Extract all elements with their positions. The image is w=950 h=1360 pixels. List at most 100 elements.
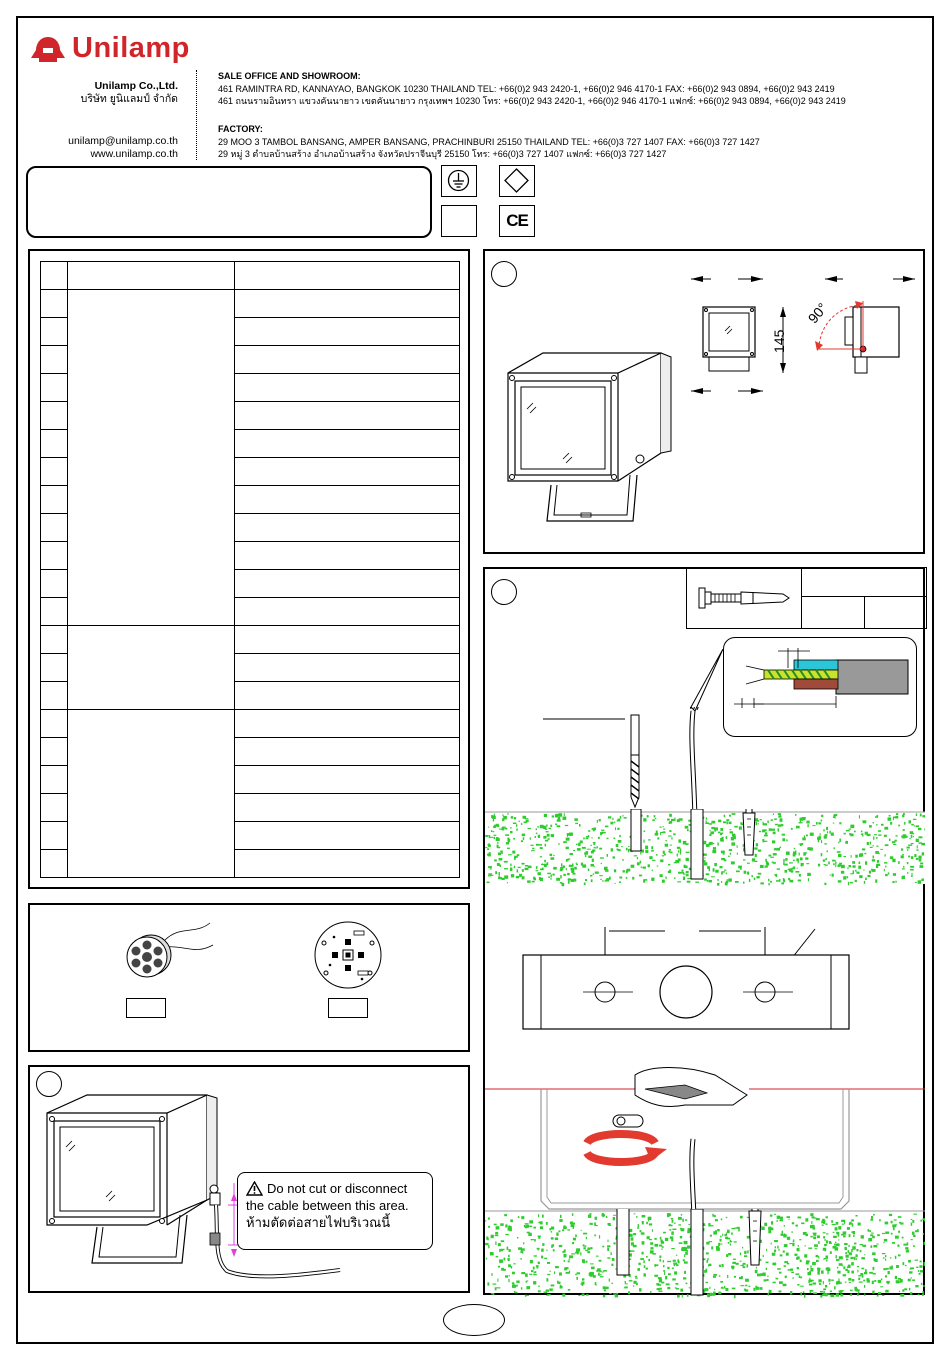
grass-speck xyxy=(710,831,714,835)
grass-speck xyxy=(919,813,922,817)
grass-speck xyxy=(570,867,573,871)
grass-speck xyxy=(864,852,867,855)
grass-speck xyxy=(500,1223,504,1226)
grass-speck xyxy=(532,1266,535,1270)
grass-speck xyxy=(570,1224,575,1227)
grass-speck xyxy=(772,1262,777,1266)
grass-speck xyxy=(895,815,899,819)
grass-speck xyxy=(660,832,663,833)
grass-speck xyxy=(823,835,827,839)
grass-speck xyxy=(823,829,825,832)
grass-speck xyxy=(757,849,762,852)
grass-speck xyxy=(883,1238,888,1242)
grass-speck xyxy=(805,1218,809,1222)
grass-speck xyxy=(877,1292,882,1295)
grass-speck xyxy=(495,1241,497,1245)
grass-speck xyxy=(499,1261,504,1263)
grass-speck xyxy=(719,1264,721,1267)
grass-speck xyxy=(721,1264,724,1268)
grass-speck xyxy=(686,1245,691,1249)
grass-speck xyxy=(589,1213,592,1215)
grass-speck xyxy=(669,851,673,854)
grass-speck xyxy=(774,1249,777,1253)
grass-speck xyxy=(530,844,534,846)
grass-speck xyxy=(765,861,769,865)
grass-speck xyxy=(545,1222,548,1225)
grass-speck xyxy=(754,1269,758,1274)
grass-speck xyxy=(705,817,708,820)
grass-speck xyxy=(594,1216,597,1220)
grass-speck xyxy=(855,854,858,858)
grass-speck xyxy=(496,844,499,848)
grass-speck xyxy=(588,1272,593,1274)
grass-speck xyxy=(703,840,707,845)
grass-speck xyxy=(599,1276,604,1278)
grass-speck xyxy=(579,824,581,827)
grass-speck xyxy=(842,1274,847,1277)
grass-speck xyxy=(501,877,505,880)
grass-speck xyxy=(717,831,721,834)
grass-speck xyxy=(835,1255,837,1259)
grass-speck xyxy=(529,1220,533,1224)
grass-speck xyxy=(768,1230,772,1234)
grass-speck xyxy=(721,881,723,883)
grass-speck xyxy=(857,1293,859,1296)
grass-speck xyxy=(817,1271,820,1275)
grass-speck xyxy=(826,850,828,853)
grass-speck xyxy=(833,847,835,850)
grass-speck xyxy=(709,1292,712,1296)
grass-speck xyxy=(799,817,804,821)
grass-speck xyxy=(776,880,780,882)
grass-speck xyxy=(704,857,706,859)
grass-speck xyxy=(633,1280,637,1284)
grass-speck xyxy=(576,1248,581,1252)
grass-speck xyxy=(877,1279,882,1283)
grass-speck xyxy=(836,1266,839,1269)
anchor-bolt-spec-box xyxy=(686,567,927,629)
grass-speck xyxy=(527,827,531,830)
grass-speck xyxy=(589,1222,593,1225)
grass-speck xyxy=(648,1258,650,1261)
grass-speck xyxy=(807,824,809,828)
grass-speck xyxy=(866,1278,870,1281)
grass-speck xyxy=(646,1236,650,1240)
grass-speck xyxy=(747,1250,749,1254)
grass-speck xyxy=(889,856,894,860)
grass-speck xyxy=(917,1293,920,1296)
grass-speck xyxy=(834,814,838,817)
grass-speck xyxy=(796,1257,799,1260)
grass-speck xyxy=(490,874,494,876)
grass-speck xyxy=(742,843,744,848)
grass-speck xyxy=(674,1222,676,1224)
grass-speck xyxy=(793,851,797,855)
grass-speck xyxy=(623,1275,627,1278)
grass-speck xyxy=(792,1242,795,1247)
ground-drill-section xyxy=(485,809,925,887)
grass-speck xyxy=(717,879,719,881)
grass-speck xyxy=(498,872,500,875)
grass-speck xyxy=(714,827,718,831)
grass-speck xyxy=(772,831,776,835)
grass-speck xyxy=(516,828,518,831)
grass-speck xyxy=(834,1247,839,1251)
grass-speck xyxy=(778,1248,780,1251)
grass-speck xyxy=(659,874,663,877)
grass-speck xyxy=(520,1287,523,1290)
grass-speck xyxy=(677,1294,680,1298)
grass-speck xyxy=(658,1290,663,1292)
grass-speck xyxy=(522,1251,524,1254)
grass-speck xyxy=(684,825,689,829)
grass-speck xyxy=(542,1214,544,1218)
grass-speck xyxy=(747,862,750,864)
grass-speck xyxy=(736,852,738,855)
grass-speck xyxy=(716,1247,720,1251)
grass-speck xyxy=(726,1254,729,1257)
grass-speck xyxy=(619,876,623,879)
grass-speck xyxy=(547,1294,551,1296)
grass-speck xyxy=(687,878,691,880)
grass-speck xyxy=(816,822,818,825)
grass-speck xyxy=(918,858,922,862)
grass-speck xyxy=(792,853,796,857)
grass-speck xyxy=(572,1242,575,1245)
grass-speck xyxy=(668,863,671,866)
